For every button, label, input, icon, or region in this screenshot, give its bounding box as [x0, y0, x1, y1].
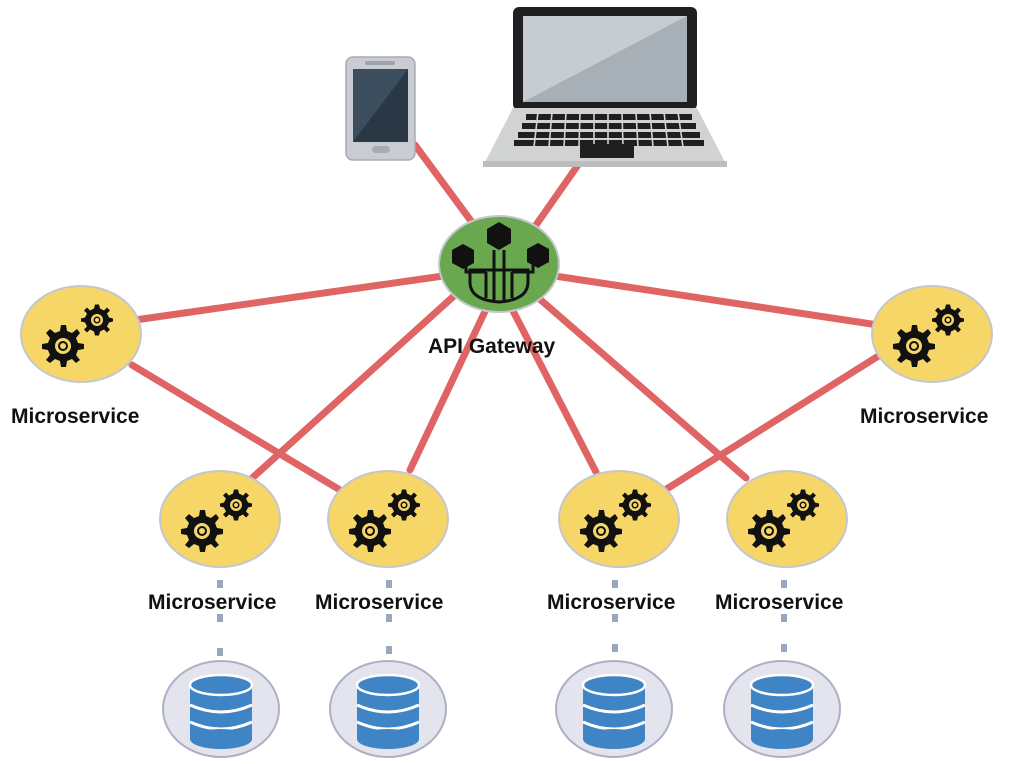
dot	[781, 614, 787, 622]
dot	[612, 580, 618, 588]
microservice-node-4	[328, 471, 448, 567]
microservice-node-1	[21, 286, 141, 382]
dot	[217, 580, 223, 588]
database-icon-3	[554, 659, 674, 759]
microservice-label-1: Microservice	[11, 405, 140, 428]
dot	[612, 644, 618, 652]
database-icon-4	[722, 659, 842, 759]
api-gateway-label: API Gateway	[428, 335, 556, 358]
dot	[217, 614, 223, 622]
smartphone-icon	[345, 56, 416, 161]
connector-gateway-ms5	[506, 301, 600, 476]
microservice-label-2: Microservice	[860, 405, 989, 428]
dotted-links	[217, 580, 787, 656]
dot	[781, 580, 787, 588]
connector-gateway-ms1	[131, 272, 447, 324]
dot	[386, 646, 392, 654]
database-icon-1	[161, 659, 281, 759]
dot	[781, 644, 787, 652]
connector-gateway-ms3	[246, 291, 459, 484]
microservice-node-6	[727, 471, 847, 567]
connector-ms1-ms4	[128, 361, 344, 494]
microservice-node-2	[872, 286, 992, 382]
dot	[217, 648, 223, 656]
microservice-node-5	[559, 471, 679, 567]
laptop-icon	[483, 7, 727, 167]
microservice-label-6: Microservice	[715, 591, 844, 614]
connector-gateway-ms4	[406, 301, 492, 474]
microservice-label-3: Microservice	[148, 591, 277, 614]
microservice-label-5: Microservice	[547, 591, 676, 614]
microservice-label-4: Microservice	[315, 591, 444, 614]
microservice-node-3	[160, 471, 280, 567]
dot	[386, 580, 392, 588]
connector-gateway-ms2	[551, 272, 882, 329]
api-gateway-icon	[438, 215, 560, 313]
connector-ms2-ms5	[661, 351, 884, 494]
connectors	[128, 141, 884, 494]
connector-phone-gateway	[411, 141, 478, 229]
connector-gateway-ms6	[531, 291, 750, 482]
connector-laptop-gateway	[532, 161, 582, 229]
dot	[386, 614, 392, 622]
dot	[612, 614, 618, 622]
database-icon-2	[328, 659, 448, 759]
